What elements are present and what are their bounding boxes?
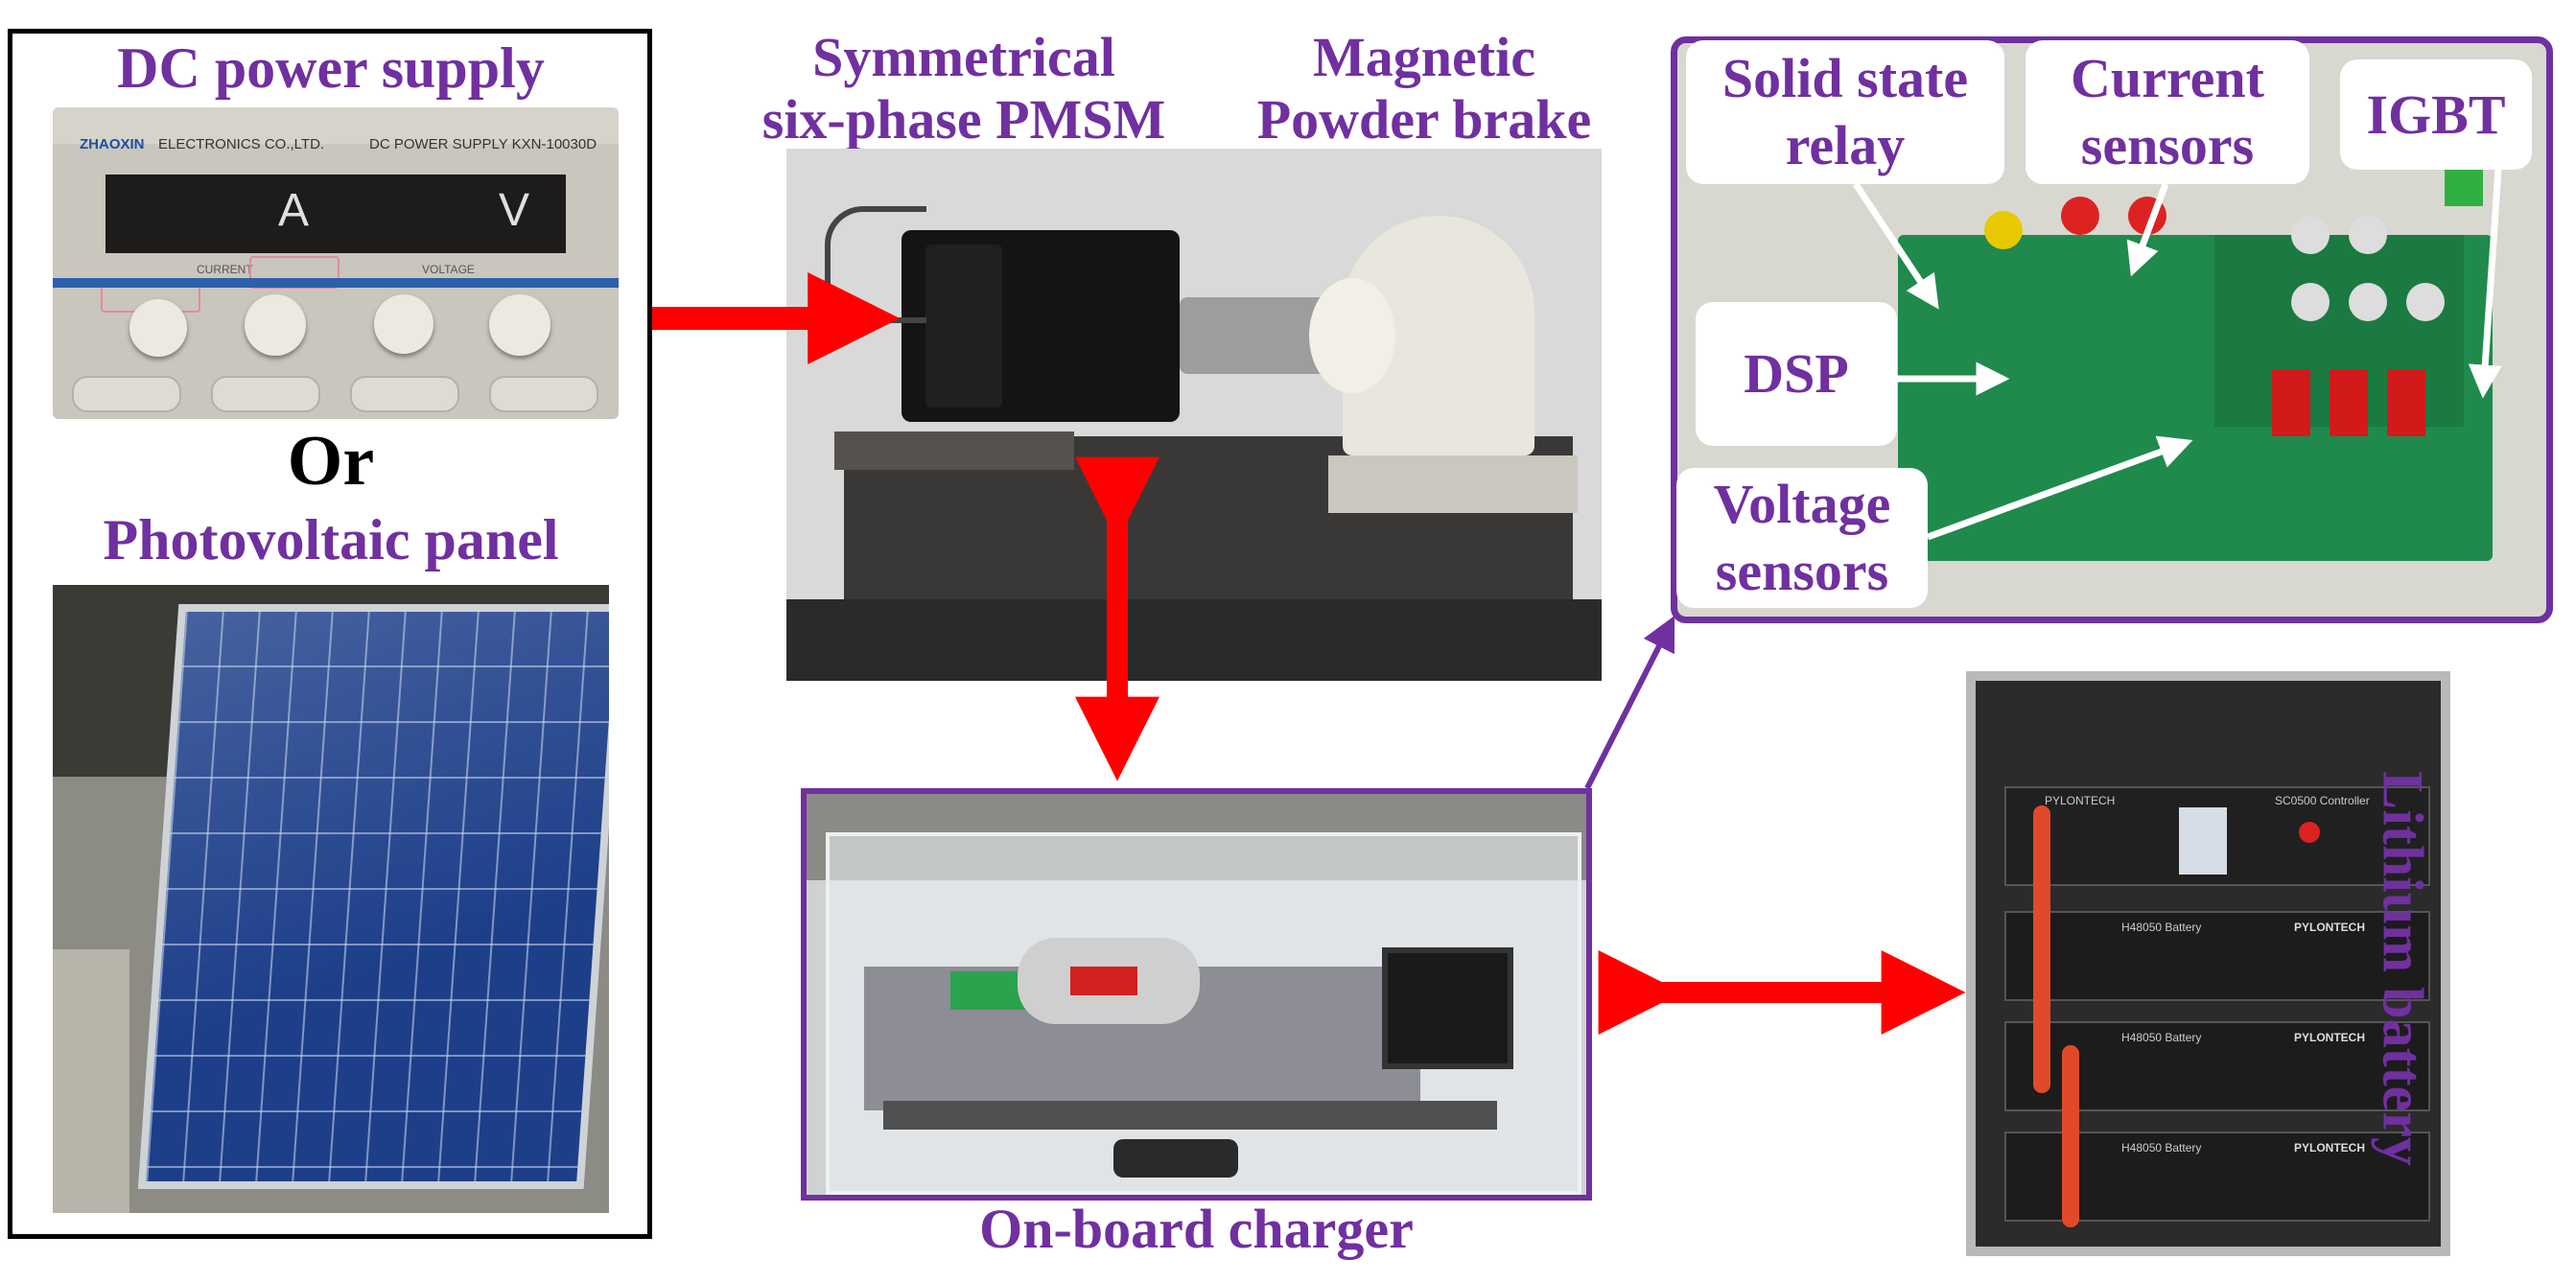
pmsm-label-line1: Symmetrical [812, 26, 1115, 88]
dc-brand-text: ZHAOXIN [80, 136, 145, 152]
battery-module-2-text: H48050 Battery [2121, 1031, 2202, 1044]
photovoltaic-panel-photo [53, 585, 609, 1213]
dc-voltage-unit: V [499, 185, 530, 236]
dc-model-text: DC POWER SUPPLY KXN-10030D [369, 136, 597, 152]
dc-knob-3 [374, 294, 433, 354]
voltage-sensors-line2: sensors [1715, 540, 1889, 602]
dc-power-supply-photo: ZHAOXIN ELECTRONICS CO.,LTD. DC POWER SU… [53, 107, 619, 419]
pmsm-label-line2: six-phase PMSM [761, 87, 1166, 151]
voltage-sensors-line1: Voltage [1713, 473, 1891, 536]
dc-company-text: ELECTRONICS CO.,LTD. [158, 136, 325, 152]
motor-test-bench-photo [786, 149, 1602, 681]
dc-knob-1 [129, 299, 187, 357]
brake-label-line1: Magnetic [1313, 26, 1535, 88]
onboard-charger-label: On-board charger [979, 1198, 1414, 1260]
dc-power-supply-label: DC power supply [117, 36, 545, 100]
pointer-solid-state-relay [1853, 182, 1939, 310]
solid-state-relay-callout: Solid state relay [1686, 40, 2004, 184]
battery-module-2-brand: PYLONTECH [2294, 1031, 2366, 1044]
photovoltaic-panel-label: Photovoltaic panel [103, 508, 559, 572]
or-label: Or [287, 422, 375, 501]
dsp-callout: DSP [1696, 302, 1897, 446]
arrow-charger-to-controller [1584, 615, 1675, 790]
pointer-igbt [2468, 169, 2502, 399]
bench-base [786, 599, 1602, 681]
dc-knob-2 [245, 294, 306, 356]
pointer-current-sensors [2126, 182, 2169, 277]
battery-module-3-brand: PYLONTECH [2294, 1141, 2366, 1155]
pmsm-label: Symmetrical six-phase PMSM [714, 26, 1213, 152]
current-sensors-line2: sensors [2080, 114, 2255, 176]
solid-state-relay-line1: Solid state [1721, 47, 1969, 110]
power-source-frame [8, 29, 652, 1239]
battery-controller-brand: PYLONTECH [2045, 794, 2116, 807]
dc-voltage-caption: VOLTAGE [422, 263, 475, 276]
voltage-sensors-callout: Voltage sensors [1676, 468, 1928, 608]
dc-knob-4 [489, 294, 550, 356]
current-sensors-line1: Current [2071, 47, 2264, 110]
current-sensors-callout: Current sensors [2026, 40, 2309, 184]
battery-controller-text: SC0500 Controller [2275, 794, 2370, 807]
dc-current-unit: A [278, 185, 310, 236]
battery-module-3-text: H48050 Battery [2121, 1141, 2202, 1155]
dc-current-caption: CURRENT [197, 263, 253, 276]
motor-shaft-coupling [1180, 297, 1333, 374]
brake-label-line2: Powder brake [1256, 87, 1592, 151]
battery-controller-unit: SC0500 Controller PYLONTECH [2004, 786, 2430, 886]
onboard-charger-frame [801, 788, 1592, 1201]
battery-module-1-brand: PYLONTECH [2294, 921, 2366, 934]
pointer-voltage-sensors [1926, 435, 2193, 541]
brake-label: Magnetic Powder brake [1213, 26, 1635, 152]
battery-module-1: H48050 Battery PYLONTECH [2004, 911, 2430, 1001]
solid-state-relay-line2: relay [1785, 114, 1906, 176]
lithium-battery-rack-photo: SC0500 Controller PYLONTECH H48050 Batte… [1966, 671, 2450, 1256]
igbt-callout: IGBT [2340, 59, 2532, 170]
charger-lcd [1382, 947, 1513, 1069]
battery-module-1-text: H48050 Battery [2121, 921, 2202, 934]
dc-display-panel: A V [105, 175, 566, 253]
